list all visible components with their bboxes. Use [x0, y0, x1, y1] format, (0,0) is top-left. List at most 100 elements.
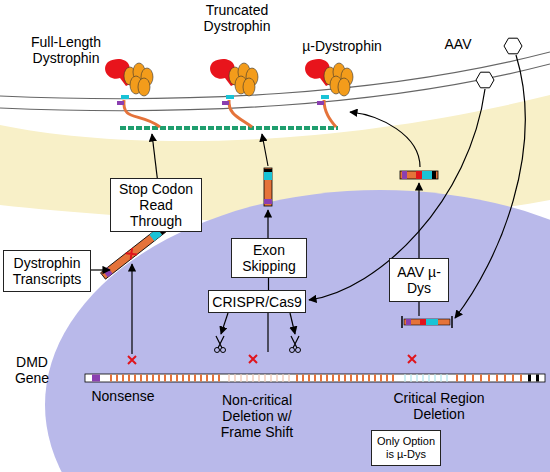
exon-tick — [392, 375, 394, 382]
protein-part — [317, 101, 324, 105]
protein-part — [321, 95, 329, 99]
arrow — [131, 264, 132, 354]
transcript-bar — [400, 171, 438, 179]
construct-bar — [404, 319, 450, 325]
exon-tick — [258, 375, 260, 382]
protein-complex — [305, 59, 353, 105]
actin-filament — [120, 126, 338, 130]
scissors-symbol — [215, 336, 226, 353]
exon-tick — [350, 375, 352, 382]
exon-tick — [422, 375, 424, 382]
arrow — [455, 55, 525, 318]
exon-tick — [480, 375, 482, 382]
construct-segment — [406, 319, 411, 325]
transcript — [400, 171, 438, 179]
exon-tick — [122, 375, 124, 382]
exon-tick — [362, 375, 364, 382]
gene-bar — [85, 374, 545, 382]
method-box: Only Option is µ-Dys — [371, 430, 441, 466]
mutation-mark — [249, 355, 257, 363]
exon-tick — [416, 375, 418, 382]
method-box: Dystrophin Transcripts — [3, 250, 91, 292]
label-text: Non-critical Deletion w/ Frame Shift — [212, 392, 302, 440]
transcript-segment — [422, 171, 432, 179]
exon-tick — [326, 375, 328, 382]
label-text: Nonsense — [86, 388, 160, 404]
exon-tick — [170, 375, 172, 382]
nucleus — [45, 190, 550, 472]
arrow — [267, 210, 268, 238]
exon-tick — [296, 375, 298, 382]
exon-tick — [332, 375, 334, 382]
method-box: Exon Skipping — [231, 238, 307, 278]
exon-tick — [368, 375, 370, 382]
transcript-bar — [101, 225, 167, 279]
protein-part — [117, 101, 124, 105]
arrow — [418, 183, 419, 258]
construct-segment — [420, 319, 426, 325]
membrane-line — [0, 64, 550, 111]
exon-tick — [512, 375, 514, 382]
transcript-segment — [402, 171, 407, 179]
protein-part — [121, 95, 129, 99]
box-text: Dystrophin Transcripts — [7, 255, 87, 287]
transcript — [264, 168, 272, 206]
exon-tick — [218, 375, 220, 382]
protein-part — [243, 78, 255, 96]
exon-tick — [228, 375, 230, 382]
exon-tick — [212, 375, 214, 382]
arrow — [290, 313, 295, 334]
exon-tick — [116, 375, 118, 382]
transcript-segment — [103, 267, 113, 277]
exon-tick — [504, 375, 506, 382]
dystrophin-tail — [124, 100, 160, 127]
exon-tick — [380, 375, 382, 382]
exon-tick — [536, 375, 539, 382]
exon-tick — [456, 375, 458, 382]
exon-tick — [314, 375, 316, 382]
transcript-segment — [264, 199, 272, 204]
exon-tick — [276, 375, 278, 382]
mutation-mark — [126, 248, 137, 259]
aav-particle — [476, 72, 494, 88]
aav-construct — [402, 316, 452, 328]
transcript-segment — [416, 171, 422, 179]
box-text: AAV µ-Dys — [393, 264, 445, 296]
dystrophin-tail — [324, 100, 336, 127]
transcript-segment — [432, 171, 436, 179]
exon-tick — [240, 375, 242, 382]
protein-part — [138, 78, 150, 96]
protein-part — [226, 95, 234, 99]
label-text: Critical Region Deletion — [380, 390, 498, 422]
scissors-part — [221, 348, 226, 353]
itr-cap — [401, 316, 403, 328]
exon-tick — [128, 375, 130, 382]
protein-part — [338, 78, 350, 96]
exon-tick — [246, 375, 248, 382]
exon-tick — [308, 375, 310, 382]
exon-tick — [434, 375, 436, 382]
transcript-segment — [264, 172, 272, 180]
exon-tick — [374, 375, 376, 382]
transcript — [101, 225, 167, 279]
exon-tick — [252, 375, 254, 382]
label-text: DMD Gene — [6, 354, 58, 386]
exon-tick — [356, 375, 358, 382]
scissors-part — [216, 336, 224, 348]
box-text: Stop Codon Read Through — [114, 181, 198, 229]
exon-tick — [344, 375, 346, 382]
exon-tick — [164, 375, 166, 382]
exon-tick — [194, 375, 196, 382]
exon-tick — [206, 375, 208, 382]
exon-tick — [188, 375, 190, 382]
method-box: AAV µ-Dys — [389, 258, 449, 302]
exon-tick — [234, 375, 236, 382]
method-box: CRISPR/Cas9 — [208, 290, 306, 313]
exon-ticks — [92, 375, 539, 382]
exon-tick — [320, 375, 322, 382]
transcript-segment — [264, 169, 272, 172]
exon-tick — [270, 375, 272, 382]
label-text: Truncated Dystrophin — [192, 2, 282, 34]
exon-tick — [464, 375, 466, 382]
